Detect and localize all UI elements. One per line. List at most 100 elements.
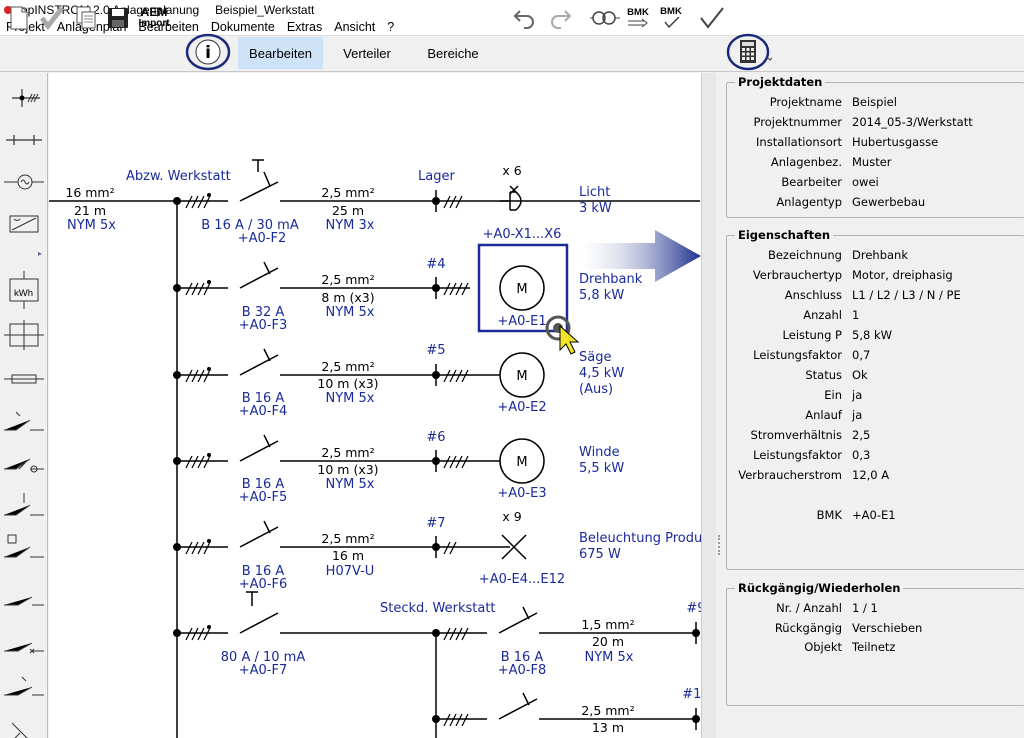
- bmk-label-2: BMK: [660, 6, 682, 17]
- menu-ansicht[interactable]: Ansicht: [334, 20, 376, 34]
- fuse-tool-icon[interactable]: [2, 360, 46, 398]
- aem-label: AEM: [140, 5, 168, 19]
- bmk-label: +A0-F4: [239, 404, 288, 419]
- save-button[interactable]: [105, 2, 131, 34]
- copy-button[interactable]: [72, 2, 100, 34]
- single-line-diagram[interactable]: Abzw. Werkstatt Lager Steckd. Werkstatt …: [49, 73, 701, 738]
- selection-frame: [477, 243, 569, 333]
- menu-bearbeiten[interactable]: Bearbeiten: [138, 20, 199, 34]
- cable-type: NYM 5x: [585, 650, 634, 665]
- cable-length: 20 m: [592, 634, 624, 649]
- busbar-tool-icon[interactable]: [2, 79, 46, 117]
- consumer-bmk: +A0-E2: [497, 400, 546, 415]
- calculator-button[interactable]: [726, 33, 772, 71]
- validate-button[interactable]: [697, 2, 727, 34]
- consumer-name: Winde: [579, 445, 620, 460]
- info-button[interactable]: i: [185, 33, 231, 71]
- network-button[interactable]: [588, 2, 622, 34]
- cable-section: 2,5 mm²: [321, 272, 374, 287]
- tab-bearbeiten[interactable]: Bearbeiten: [238, 37, 323, 69]
- timer-tool-icon[interactable]: [2, 671, 46, 709]
- feed-type: NYM 5x: [67, 218, 116, 233]
- bmk-check-button[interactable]: BMK: [654, 2, 688, 34]
- consumer-bmk: +A0-E3: [497, 486, 546, 501]
- bmk-transfer-button[interactable]: BMK: [624, 2, 652, 34]
- breaker-label: B 16 A: [242, 477, 285, 492]
- new-document-button[interactable]: [6, 2, 32, 34]
- rcd-tool-icon[interactable]: [2, 445, 46, 483]
- breaker-label: 80 A / 10 mA: [221, 650, 306, 665]
- feed-length: 21 m: [74, 203, 106, 218]
- distribution-label-2: Lager: [418, 169, 455, 184]
- breaker-label: B 16 A / 30 mA: [201, 218, 299, 233]
- junction-tool-icon[interactable]: [2, 121, 46, 159]
- distribution-label-3: Steckd. Werkstatt: [380, 601, 496, 616]
- open-button[interactable]: [38, 2, 66, 34]
- multiplier-label: x 9: [502, 509, 521, 524]
- menu-extras[interactable]: Extras: [286, 20, 323, 34]
- bmk-label: +A0-F7: [239, 663, 288, 678]
- bmk-label-1: BMK: [627, 7, 649, 18]
- consumer-power: 675 W: [579, 547, 621, 562]
- cable-section: 2,5 mm²: [321, 185, 374, 200]
- canvas-scrollbar[interactable]: [701, 73, 716, 738]
- cable-type: H07V-U: [326, 564, 375, 579]
- menu-dokumente[interactable]: Dokumente: [210, 20, 275, 34]
- bmk-label: +A0-F8: [498, 663, 547, 678]
- property-row-bmk[interactable]: BMK+A0-E1: [816, 508, 896, 522]
- switch-tool-icon[interactable]: [2, 487, 46, 525]
- isolator-tool-icon[interactable]: [2, 627, 46, 665]
- contactor-tool-icon[interactable]: [2, 529, 46, 567]
- transformer-tool-icon[interactable]: [2, 205, 46, 243]
- bmk-label: +A0-F6: [239, 577, 288, 592]
- breaker-tool-icon[interactable]: [2, 402, 46, 440]
- meter-tool-icon[interactable]: [2, 271, 46, 309]
- aem-import-button[interactable]: AEM Import: [134, 2, 174, 34]
- redo-button[interactable]: [545, 2, 575, 34]
- generator-tool-icon[interactable]: [2, 163, 46, 201]
- palette-expand-icon[interactable]: ▸: [38, 249, 43, 258]
- fuse-box-tool-icon[interactable]: [2, 316, 46, 354]
- svg-text:i: i: [205, 43, 211, 63]
- undo-icon: [513, 10, 534, 29]
- disconnector-tool-icon[interactable]: [2, 581, 46, 619]
- diagram-canvas[interactable]: Abzw. Werkstatt Lager Steckd. Werkstatt …: [49, 73, 701, 738]
- cable-section: 2,5 mm²: [321, 531, 374, 546]
- checkmark-document-icon: [40, 6, 64, 30]
- undo-button[interactable]: [510, 2, 540, 34]
- tab-verteiler[interactable]: Verteiler: [343, 45, 391, 61]
- consumer-power: 4,5 kW: [579, 366, 624, 381]
- panel-splitter[interactable]: [716, 73, 724, 738]
- cable-length: 25 m: [332, 203, 364, 218]
- save-icon: [108, 8, 128, 28]
- menu-help[interactable]: ?: [387, 20, 395, 34]
- extra-tool-icon[interactable]: [2, 713, 46, 738]
- arrow-right-icon: [628, 18, 648, 28]
- cursor-icon: [545, 315, 580, 355]
- consumer-bmk: +A0-E1: [497, 314, 546, 329]
- cable-length: 13 m: [592, 720, 624, 735]
- bmk-label: +A0-F5: [239, 490, 288, 505]
- consumer-power: 5,8 kW: [579, 288, 624, 303]
- tab-bereiche[interactable]: Bereiche: [427, 45, 479, 61]
